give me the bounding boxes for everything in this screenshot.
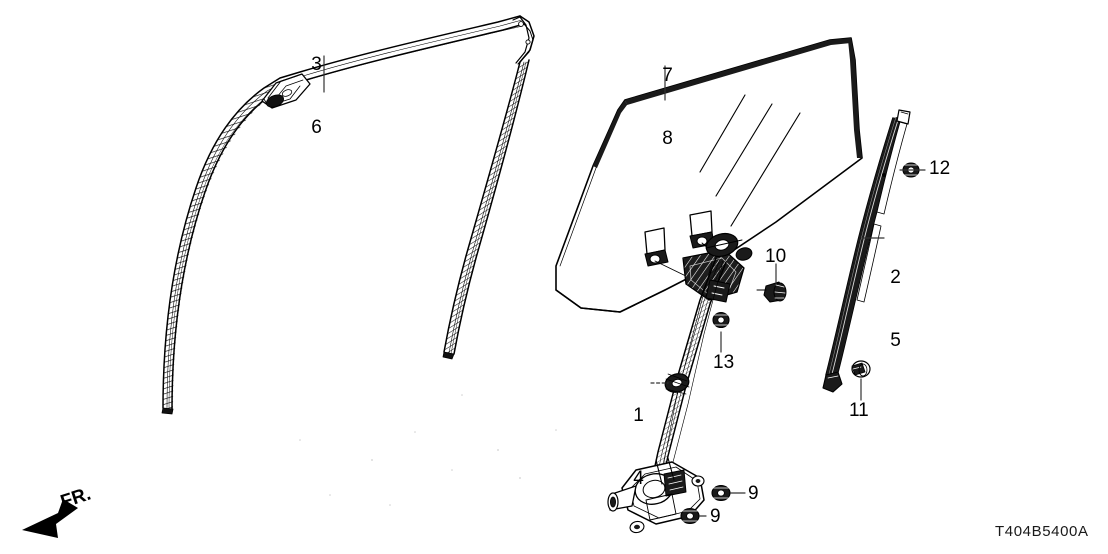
callout-3-6-line2: 6	[311, 117, 322, 138]
callout-1-4[interactable]: 1 4	[628, 363, 649, 531]
callout-3-6-line1: 3	[311, 54, 322, 75]
glass-carrier-brackets	[644, 210, 725, 279]
fastener-10-flange-bolt	[756, 281, 787, 303]
callout-1-4-line2: 4	[633, 468, 644, 489]
callout-12[interactable]: 12	[929, 158, 951, 179]
part-glass-run-channel	[822, 109, 911, 393]
callout-2-5-line1: 2	[890, 267, 901, 288]
regulator-motor-unit	[607, 457, 705, 534]
callout-11[interactable]: 11	[849, 400, 869, 421]
callout-leader-lines	[323, 55, 926, 517]
front-direction-arrow	[22, 499, 78, 538]
callout-10[interactable]: 10	[765, 246, 787, 267]
callout-3-6[interactable]: 3 6	[306, 12, 327, 180]
part-window-regulator	[607, 232, 753, 534]
part-door-glass	[555, 37, 863, 313]
fastener-13-flange-nut	[712, 311, 730, 329]
part-sash-weatherstrip	[161, 15, 535, 415]
callout-13[interactable]: 13	[713, 352, 735, 373]
regulator-lower-pulley	[664, 373, 690, 395]
callout-9-upper[interactable]: 9	[748, 483, 759, 504]
callout-2-5[interactable]: 2 5	[885, 225, 906, 393]
callout-7-8[interactable]: 7 8	[657, 23, 678, 191]
callout-2-5-line2: 5	[890, 330, 901, 351]
diagram-code: T404B5400A	[995, 523, 1089, 540]
callout-1-4-line1: 1	[633, 405, 644, 426]
callout-7-8-line1: 7	[662, 65, 673, 86]
fastener-9-motor-nuts	[680, 484, 731, 525]
callout-9-lower[interactable]: 9	[710, 506, 721, 527]
fastener-11-tapping-screw	[851, 360, 871, 378]
callout-7-8-line2: 8	[662, 128, 673, 149]
